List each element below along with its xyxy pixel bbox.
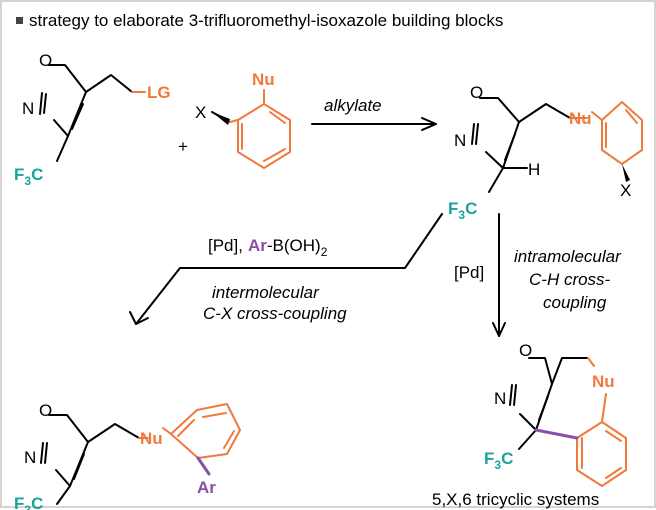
cf3-label: F3C xyxy=(14,165,43,188)
aryl-nucleophile-molecule xyxy=(211,89,291,169)
atom-o: O xyxy=(39,401,52,420)
nucleophile-label: Nu xyxy=(252,70,275,89)
intermolecular-arrow xyxy=(135,213,443,325)
pd-catalyst-label: [Pd] xyxy=(454,263,484,282)
nu-bond-tricyclic xyxy=(587,357,595,367)
nucleophile-label: Nu xyxy=(140,429,163,448)
intermolecular-arrowhead xyxy=(129,311,149,325)
atom-n: N xyxy=(494,389,506,408)
plus-sign: + xyxy=(178,137,188,156)
atom-n: N xyxy=(24,448,36,467)
cf3-label: F3C xyxy=(14,494,43,510)
alkylate-arrowhead xyxy=(421,117,437,131)
atom-o: O xyxy=(470,83,483,102)
tricyclic-caption: 5,X,6 tricyclic systems xyxy=(432,490,599,509)
leaving-group-label: LG xyxy=(147,83,171,102)
aryl-label: Ar xyxy=(197,478,216,497)
atom-n: N xyxy=(22,99,34,118)
alkylated-product-molecule xyxy=(471,97,643,193)
bullet-icon xyxy=(16,17,23,24)
nucleophile-label: Nu xyxy=(569,109,592,128)
scheme-title-text: strategy to elaborate 3-trifluoromethyl-… xyxy=(29,11,504,30)
intramolecular-arrowhead xyxy=(492,322,506,337)
intramolecular-label: intramolecular xyxy=(514,247,622,266)
intermolecular-label: intermolecular xyxy=(212,283,320,302)
atom-o: O xyxy=(39,51,52,70)
halide-x-label: X xyxy=(620,181,631,200)
atom-o: O xyxy=(519,341,532,360)
intermolecular-reagent: [Pd],Ar-B(OH)2 xyxy=(208,236,328,259)
wedge-bond-x xyxy=(212,112,230,125)
nucleophile-label: Nu xyxy=(592,372,615,391)
cf3-label: F3C xyxy=(448,199,477,222)
atom-h: H xyxy=(528,160,540,179)
cx-coupling-label: C-X cross-coupling xyxy=(203,304,347,323)
cf3-label: F3C xyxy=(484,449,513,472)
atom-n: N xyxy=(454,131,466,150)
new-aryl-bond xyxy=(196,456,211,476)
ch-cross-label: C-H cross- xyxy=(529,270,611,289)
scheme-title: strategy to elaborate 3-trifluoromethyl-… xyxy=(16,11,503,31)
alkylate-label: alkylate xyxy=(324,96,382,115)
halide-x-label: X xyxy=(195,103,206,122)
coupling-label: coupling xyxy=(543,293,607,312)
isoxazole-lg-molecule xyxy=(39,64,133,162)
wedge-bond-x-product xyxy=(622,164,630,182)
tricyclic-product-molecule xyxy=(509,357,627,487)
new-ring-bond xyxy=(534,428,579,440)
